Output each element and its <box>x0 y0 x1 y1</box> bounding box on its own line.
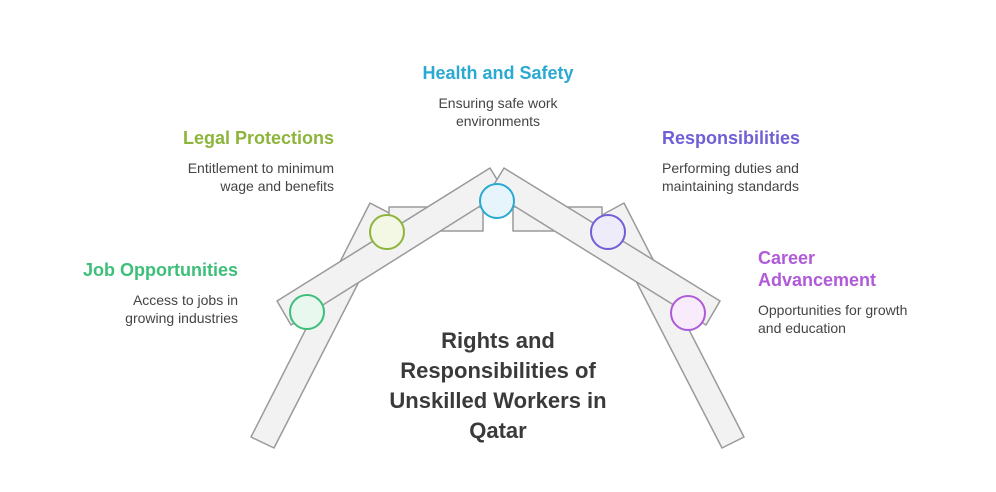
health-and-safety-label: Health and Safety Ensuring safe work env… <box>392 62 604 130</box>
legal-protections-node <box>369 214 405 250</box>
job-opportunities-label: Job Opportunities Access to jobs in grow… <box>58 259 238 327</box>
career-advancement-title: Career Advancement <box>758 248 877 290</box>
responsibilities-node <box>590 214 626 250</box>
responsibilities-desc: Performing duties and maintaining standa… <box>662 160 799 194</box>
job-opportunities-title: Job Opportunities <box>83 260 238 280</box>
responsibilities-title: Responsibilities <box>662 128 801 148</box>
legal-protections-desc: Entitlement to minimum wage and benefits <box>187 160 334 194</box>
health-and-safety-node <box>479 183 515 219</box>
career-advancement-desc: Opportunities for growth and education <box>758 302 908 336</box>
health-and-safety-title: Health and Safety <box>422 63 574 83</box>
legal-protections-label: Legal Protections Entitlement to minimum… <box>154 127 334 195</box>
job-opportunities-node <box>289 294 325 330</box>
legal-protections-title: Legal Protections <box>182 128 334 148</box>
health-and-safety-desc: Ensuring safe work environments <box>438 95 558 129</box>
responsibilities-label: Responsibilities Performing duties and m… <box>662 127 832 195</box>
career-advancement-label: Career Advancement Opportunities for gro… <box>758 247 938 337</box>
career-advancement-node <box>670 295 706 331</box>
job-opportunities-desc: Access to jobs in growing industries <box>125 292 238 326</box>
diagram-title: Rights and Responsibilities of Unskilled… <box>389 328 607 443</box>
